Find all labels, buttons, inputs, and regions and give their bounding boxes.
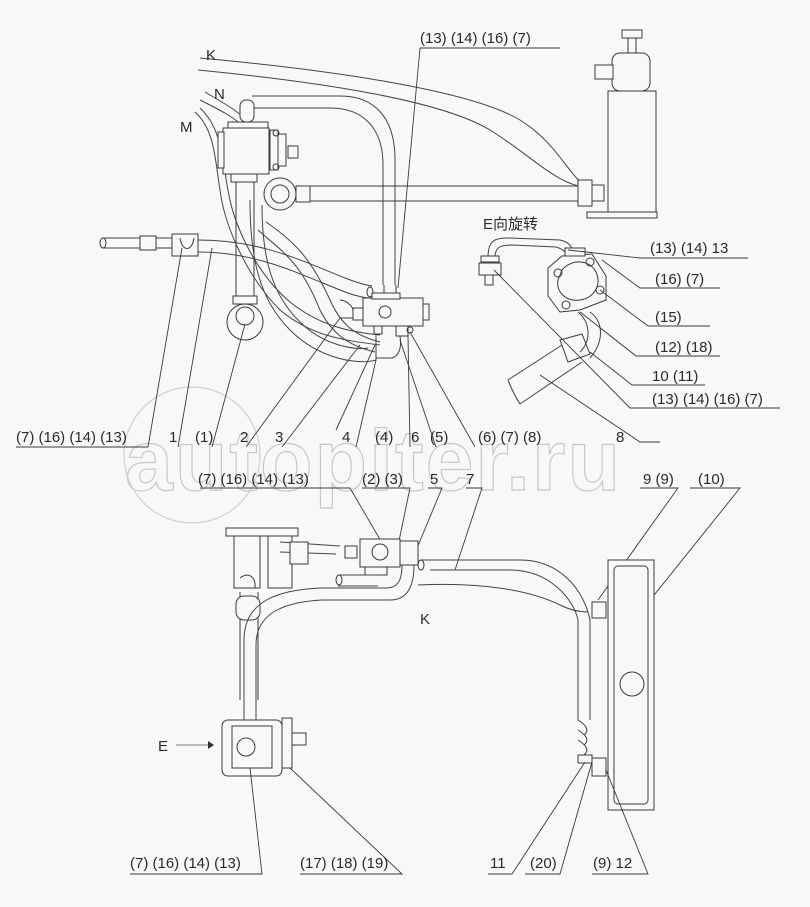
lower-filter-assembly bbox=[225, 527, 299, 700]
callout: (4) bbox=[375, 429, 393, 446]
callout: (7) (16) (14) (13) bbox=[16, 429, 127, 446]
hose-lower-main bbox=[243, 564, 415, 720]
callouts-bottom: (7) (16) (14) (13) (17) (18) (19) 11 (20… bbox=[130, 855, 632, 872]
port-label-k: K bbox=[206, 47, 216, 64]
port-label-n: N bbox=[214, 86, 225, 103]
callout: (20) bbox=[530, 855, 557, 872]
callout: 8 bbox=[616, 429, 624, 446]
callouts-middle-row1: (7) (16) (14) (13) 1 (1) 2 3 4 (4) 6 (5)… bbox=[16, 429, 624, 446]
oil-cooler bbox=[577, 559, 655, 811]
lower-pump bbox=[176, 717, 307, 777]
callout: 5 bbox=[430, 471, 438, 488]
callout: 3 bbox=[275, 429, 283, 446]
callout: 11 bbox=[490, 855, 506, 872]
rotation-note: E向旋转 bbox=[483, 216, 538, 233]
callouts-top: (13) (14) (16) (7) bbox=[420, 30, 531, 47]
callout: 7 bbox=[466, 471, 474, 488]
port-label-m: M bbox=[180, 119, 193, 136]
callout: (10) bbox=[698, 471, 725, 488]
callout: (13) (14) 13 bbox=[650, 240, 728, 257]
upper-valve-block bbox=[217, 99, 299, 183]
callout: (2) (3) bbox=[362, 471, 403, 488]
callout: 1 bbox=[169, 429, 177, 446]
view-arrow-e: E bbox=[158, 738, 168, 755]
distribution-valve-block bbox=[339, 285, 430, 337]
hydraulic-tank bbox=[586, 29, 658, 219]
callout: (16) (7) bbox=[655, 271, 704, 288]
callout: (13) (14) (16) (7) bbox=[652, 391, 763, 408]
callout: (9) 12 bbox=[593, 855, 632, 872]
callout: 6 bbox=[411, 429, 419, 446]
leaders-middle bbox=[16, 247, 741, 651]
hose-return-loop bbox=[249, 199, 401, 363]
callouts-middle-row2: (7) (16) (14) (13) (2) (3) 5 7 9 (9) (10… bbox=[198, 471, 725, 488]
callout: (1) bbox=[195, 429, 213, 446]
callouts-right: (13) (14) 13 (16) (7) (15) (12) (18) 10 … bbox=[650, 240, 763, 408]
callout: 4 bbox=[342, 429, 350, 446]
port-labels: K N M K E bbox=[158, 47, 430, 755]
watermark: autopiter.ru bbox=[123, 386, 622, 524]
port-label-k-lower: K bbox=[420, 611, 430, 628]
callout: (17) (18) (19) bbox=[300, 855, 388, 872]
callout: (5) bbox=[430, 429, 448, 446]
watermark-text: autopiter.ru bbox=[125, 413, 622, 509]
callout: (7) (16) (14) (13) bbox=[198, 471, 309, 488]
callout: 10 (11) bbox=[652, 368, 698, 385]
rotated-pump-view: E向旋转 bbox=[478, 216, 607, 405]
callout: (15) bbox=[655, 309, 682, 326]
hose-k-top bbox=[197, 57, 589, 187]
leaders-bottom bbox=[130, 761, 649, 875]
vertical-pipe-left bbox=[226, 182, 264, 341]
callout: 2 bbox=[240, 429, 248, 446]
leaders-top bbox=[397, 47, 780, 443]
callout: (12) (18) bbox=[655, 339, 713, 356]
callout: 9 (9) bbox=[643, 471, 674, 488]
lower-valve bbox=[279, 538, 419, 587]
callout: (6) (7) (8) bbox=[478, 429, 541, 446]
hose-to-cooler bbox=[417, 559, 591, 720]
callout: (13) (14) (16) (7) bbox=[420, 30, 531, 47]
hose-suction bbox=[257, 221, 381, 353]
hose-inlet-left bbox=[99, 233, 374, 299]
horizontal-pipe-top bbox=[263, 177, 605, 211]
callout: (7) (16) (14) (13) bbox=[130, 855, 241, 872]
